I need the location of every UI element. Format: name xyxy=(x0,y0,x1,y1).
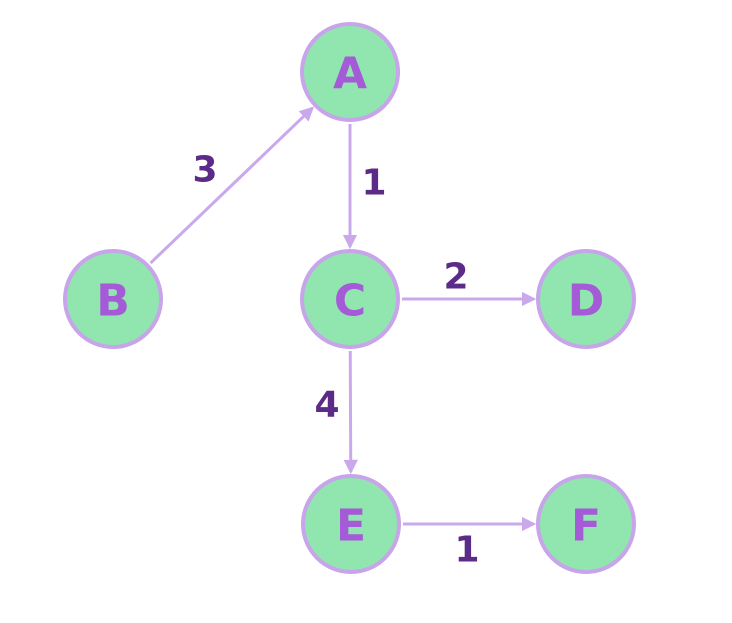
node-label-D: D xyxy=(568,276,605,327)
edge-weight-label: 1 xyxy=(361,163,386,204)
node-E[interactable]: E xyxy=(301,474,401,574)
edge-B-A: 3 xyxy=(149,106,315,265)
edge-line-B-A xyxy=(149,106,315,265)
node-B[interactable]: B xyxy=(63,249,163,349)
edge-C-E: 4 xyxy=(314,350,358,475)
edge-weight-label: 4 xyxy=(314,385,339,426)
node-circle-A[interactable] xyxy=(300,22,400,122)
edge-A-C: 1 xyxy=(342,124,387,250)
node-label-A: A xyxy=(333,49,367,100)
node-A[interactable]: A xyxy=(300,22,400,122)
edge-line-C-E xyxy=(343,350,358,475)
node-F[interactable]: F xyxy=(536,474,636,574)
edge-E-F: 1 xyxy=(403,516,537,571)
edge-weight-label: 1 xyxy=(454,530,479,571)
node-C[interactable]: C xyxy=(300,249,400,349)
node-label-F: F xyxy=(571,501,601,552)
edge-weight-label: 2 xyxy=(443,257,468,298)
node-label-E: E xyxy=(336,501,366,552)
edge-C-D: 2 xyxy=(402,257,537,307)
node-circle-C[interactable] xyxy=(300,249,400,349)
node-D[interactable]: D xyxy=(536,249,636,349)
node-circle-E[interactable] xyxy=(301,474,401,574)
nodes-layer: A B C D E F xyxy=(63,22,636,574)
edge-weight-label: 3 xyxy=(192,150,217,191)
node-circle-F[interactable] xyxy=(536,474,636,574)
edges-layer: 3 1 2 4 1 xyxy=(149,106,537,571)
node-label-C: C xyxy=(334,276,366,327)
node-label-B: B xyxy=(96,276,130,327)
node-circle-B[interactable] xyxy=(63,249,163,349)
node-circle-D[interactable] xyxy=(536,249,636,349)
